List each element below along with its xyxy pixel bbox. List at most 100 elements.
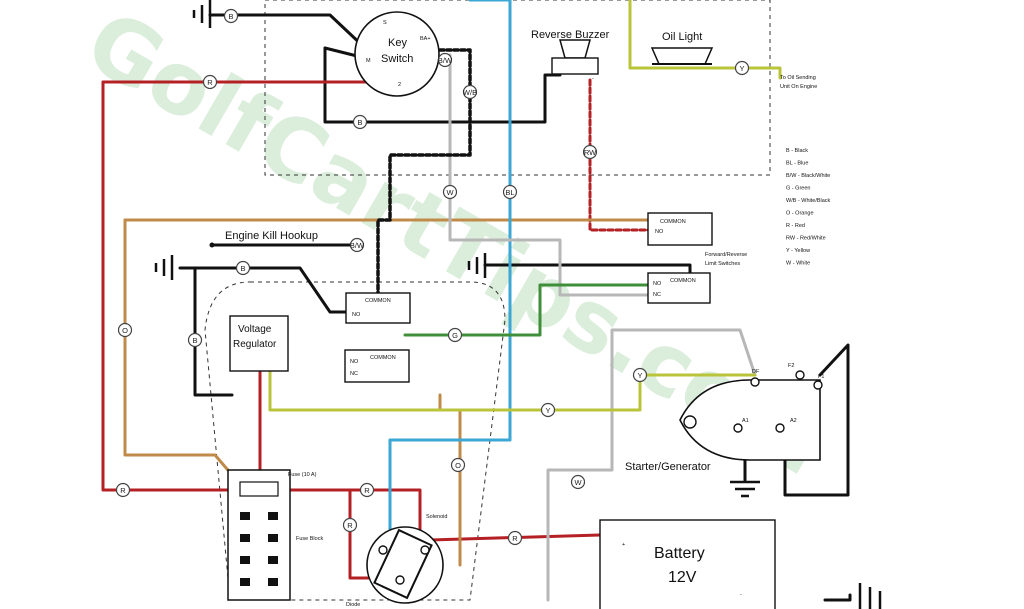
wire-code-badge: Y	[540, 402, 556, 418]
wire-code-text: Y	[739, 64, 744, 73]
legend-entry: R - Red	[786, 223, 805, 229]
oil-light: Oil Light To Oil Sending Unit On Engine	[650, 31, 817, 90]
black-white-wire	[376, 48, 472, 298]
limit-switch-bottom-common: COMMON	[670, 278, 696, 284]
yellow-wires	[268, 0, 782, 412]
wire-code-badge: B	[352, 114, 368, 130]
limit-switch-top: COMMON NO	[647, 212, 713, 246]
key-switch-term-s: S	[383, 20, 387, 26]
wire-code-badge: R	[507, 530, 523, 546]
blue-wire	[388, 0, 512, 562]
wire-code-badge: R	[202, 74, 218, 90]
wire-code-text: Y	[545, 406, 550, 415]
limit-switch-bottom: COMMON NO NC	[647, 272, 711, 304]
wire-code-badge: O	[450, 457, 466, 473]
reverse-buzzer-label: Reverse Buzzer	[531, 29, 610, 41]
legend-entry: W/B - White/Black	[786, 198, 831, 204]
key-switch-label-1: Key	[388, 37, 407, 49]
diode-label: Diode	[346, 602, 360, 608]
wire-code-text: O	[122, 326, 128, 335]
red-white-wire	[588, 78, 652, 232]
key-switch-label-2: Switch	[381, 53, 413, 65]
reverse-relay-common: COMMON	[370, 355, 396, 361]
key-switch-term-bat: BA+	[420, 36, 431, 42]
legend-entry: O - Orange	[786, 211, 814, 217]
black-wires	[178, 13, 852, 602]
legend-entry: W - White	[786, 261, 810, 267]
legend-entry: Y - Yellow	[786, 248, 810, 254]
wire-code-text: W	[446, 188, 454, 197]
buzzer-minus: -	[592, 76, 594, 82]
limit-switches-label-1: Forward/Reverse	[705, 252, 747, 258]
engine-kill-label: Engine Kill Hookup	[225, 230, 318, 242]
battery: + - Battery 12V	[599, 519, 776, 609]
limit-switch-top-no: NO	[655, 229, 664, 235]
wire-code-text: B	[240, 264, 245, 273]
voltage-regulator-label-2: Regulator	[233, 339, 277, 350]
limit-switches-label-2: Limit Switches	[705, 261, 740, 267]
wire-code-text: R	[512, 534, 518, 543]
legend-entry: B/W - Black/White	[786, 173, 830, 179]
engine-kill-relay-no: NO	[352, 312, 361, 318]
fuse-block-label: Fuse Block	[296, 536, 323, 542]
wire-code-text: B	[357, 118, 362, 127]
wire-code-text: W	[574, 478, 582, 487]
wire-code-badge: R	[342, 517, 358, 533]
wire-code-badge: B/W	[349, 237, 365, 253]
terminal-f1: F1	[818, 374, 824, 380]
wire-code-badge: O	[117, 322, 133, 338]
oil-light-label: Oil Light	[662, 31, 702, 43]
wire-code-text: B	[192, 336, 197, 345]
wire-code-badge: B	[187, 332, 203, 348]
legend-entry: RW - Red/White	[786, 236, 826, 242]
terminal-df: DF	[752, 369, 760, 375]
legend-entry: G - Green	[786, 186, 810, 192]
ground-icon	[192, 0, 212, 28]
wire-code-badge: W	[442, 184, 458, 200]
key-switch-term-m: M	[366, 58, 371, 64]
wire-code-text: RW	[584, 148, 597, 157]
wire-code-text: W/B	[463, 88, 477, 97]
wire-code-text: BL	[505, 188, 514, 197]
wire-code-text: R	[347, 521, 353, 530]
wire-code-badge: R	[115, 482, 131, 498]
battery-plus: +	[622, 542, 625, 548]
wire-code-badge: B/W	[437, 52, 453, 68]
battery-label: Battery	[654, 545, 705, 562]
wire-code-text: B/W	[438, 56, 453, 65]
ground-icon	[730, 480, 760, 498]
wire-code-badge: B	[235, 260, 251, 276]
oil-sending-label-1: To Oil Sending	[780, 75, 816, 81]
solenoid: Solenoid Diode	[346, 514, 447, 608]
ground-icon	[154, 255, 174, 280]
limit-switch-bottom-no: NO	[653, 281, 662, 287]
wire-code-badge: G	[447, 327, 463, 343]
wire-code-badge: B	[223, 8, 239, 24]
ground-icon	[467, 253, 487, 278]
wire-code-text: B/W	[350, 241, 365, 250]
limit-switch-top-common: COMMON	[660, 219, 686, 225]
solenoid-label: Solenoid	[426, 514, 447, 520]
wire-code-text: R	[364, 486, 370, 495]
wire-code-badge: Y	[734, 60, 750, 76]
reverse-relay-no: NO	[350, 359, 359, 365]
ground-icon	[858, 583, 882, 609]
reverse-relay: COMMON NO NC	[344, 349, 410, 383]
battery-minus: -	[740, 592, 742, 598]
terminal-a1: A1	[742, 418, 749, 424]
fuse-block: Fuse (10 A) Fuse Block	[227, 469, 323, 601]
wire-code-badge: R	[359, 482, 375, 498]
voltage-regulator-label-1: Voltage	[238, 324, 272, 335]
wire-code-text: R	[120, 486, 126, 495]
wire-code-badge: RW	[582, 144, 598, 160]
voltage-regulator: Voltage Regulator	[229, 315, 289, 372]
wire-code-text: G	[452, 331, 458, 340]
starter-generator-label: Starter/Generator	[625, 461, 711, 473]
reverse-buzzer: Reverse Buzzer -	[531, 29, 610, 82]
fuse-label: Fuse (10 A)	[288, 472, 317, 478]
wire-code-badge: Y	[632, 367, 648, 383]
wire-code-badge: W	[570, 474, 586, 490]
legend-entry: BL - Blue	[786, 161, 808, 167]
battery-voltage: 12V	[668, 569, 697, 586]
